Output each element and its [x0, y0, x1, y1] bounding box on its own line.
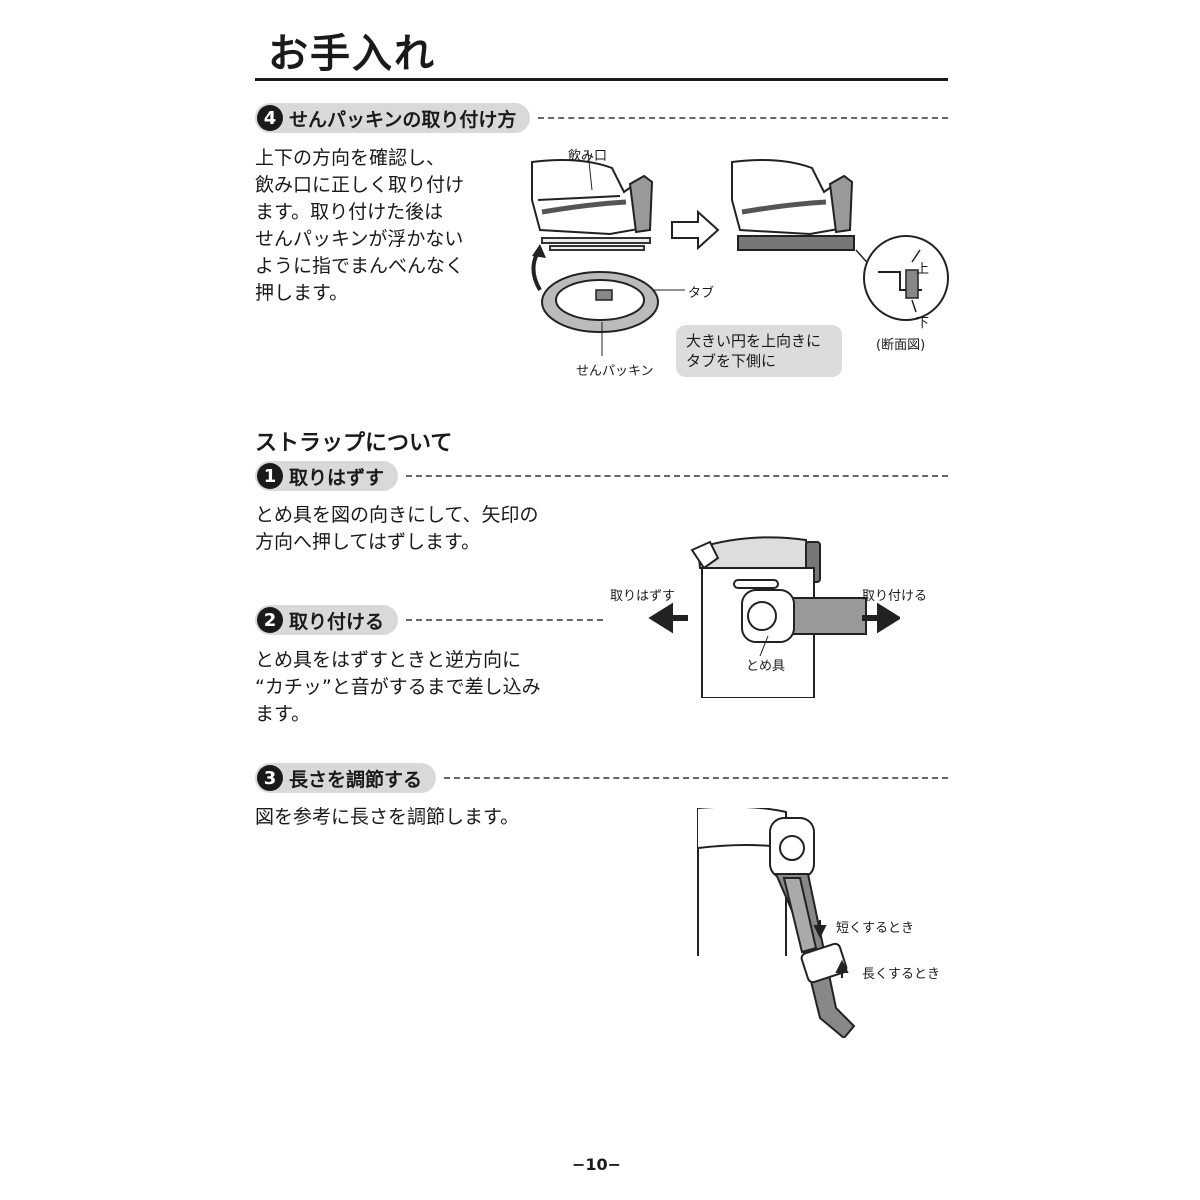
strap-heading: ストラップについて [255, 431, 453, 456]
remove-arrow-icon [648, 602, 688, 634]
strap-band [741, 589, 867, 643]
section-4-dashed-rule [538, 117, 948, 119]
strap-section-3-title: 長さを調節する [289, 768, 423, 791]
section-4-pill: 4 せんパッキンの取り付け方 [255, 103, 531, 133]
label-remove: 取りはずす [610, 589, 676, 604]
strap-section-3-header: 3 長さを調節する [255, 763, 948, 793]
strap-attach-illustration [648, 536, 900, 698]
label-mouth: 飲み口 [568, 149, 608, 164]
packing-ring-flat [541, 237, 651, 251]
label-clip: とめ具 [746, 659, 786, 674]
section-4-body: 上下の方向を確認し、 飲み口に正しく取り付け ます。取り付けた後は せんパッキン… [255, 147, 465, 304]
label-packing: せんパッキン [576, 364, 654, 379]
page-title: お手入れ [268, 31, 436, 77]
strap-section-1-title: 取りはずす [289, 466, 385, 489]
strap-length-illustration [697, 808, 856, 1038]
attach-arrow-icon [862, 602, 900, 634]
strap-section-2-dashed-rule [406, 619, 603, 621]
label-down: 下 [916, 316, 930, 331]
packing-ring [541, 271, 659, 333]
label-lengthen: 長くするとき [862, 967, 941, 982]
strap-section-3-body: 図を参考に長さを調節します。 [255, 806, 520, 828]
strap-section-1-dashed-rule [406, 475, 948, 477]
label-shorten: 短くするとき [836, 921, 915, 936]
label-tab: タブ [688, 286, 715, 301]
strap-section-1-header: 1 取りはずす [255, 461, 948, 491]
strap-section-1-number: 1 [257, 463, 283, 489]
shorten-arrow-icon [813, 920, 827, 939]
adjustable-strap [769, 817, 856, 1038]
title-rule [255, 78, 948, 81]
label-up: 上 [916, 262, 930, 277]
section-4-header: 4 せんパッキンの取り付け方 [255, 103, 948, 133]
section-4-number: 4 [257, 105, 283, 131]
strap-section-3-dashed-rule [444, 777, 948, 779]
strap-section-1-body: とめ具を図の向きにして、矢印の 方向へ押してはずします。 [255, 504, 539, 553]
right-arrow-icon [671, 209, 720, 251]
strap-section-2-title: 取り付ける [289, 610, 385, 633]
strap-section-3-number: 3 [257, 765, 283, 791]
mouth-piece-left [531, 159, 654, 236]
strap-section-2-body: とめ具をはずすときと逆方向に “カチッ”と音がするまで差し込み ます。 [255, 649, 541, 725]
page-number: −10− [572, 1155, 622, 1174]
section-4-title: せんパッキンの取り付け方 [289, 108, 517, 131]
mouth-piece-right [731, 159, 855, 251]
strap-section-2-number: 2 [257, 607, 283, 633]
strap-section-2-header: 2 取り付ける [255, 605, 603, 635]
strap-section-3-pill: 3 長さを調節する [255, 763, 437, 793]
orientation-callout: 大きい円を上向きに タブを下側に [676, 325, 842, 377]
strap-section-1-pill: 1 取りはずす [255, 461, 399, 491]
label-attach: 取り付ける [862, 589, 928, 604]
curved-arrow-icon [531, 251, 542, 292]
packing-illustration [531, 151, 949, 356]
strap-section-2-pill: 2 取り付ける [255, 605, 399, 635]
lengthen-arrow-icon [835, 959, 849, 978]
label-cross-section: (断面図) [876, 338, 926, 353]
